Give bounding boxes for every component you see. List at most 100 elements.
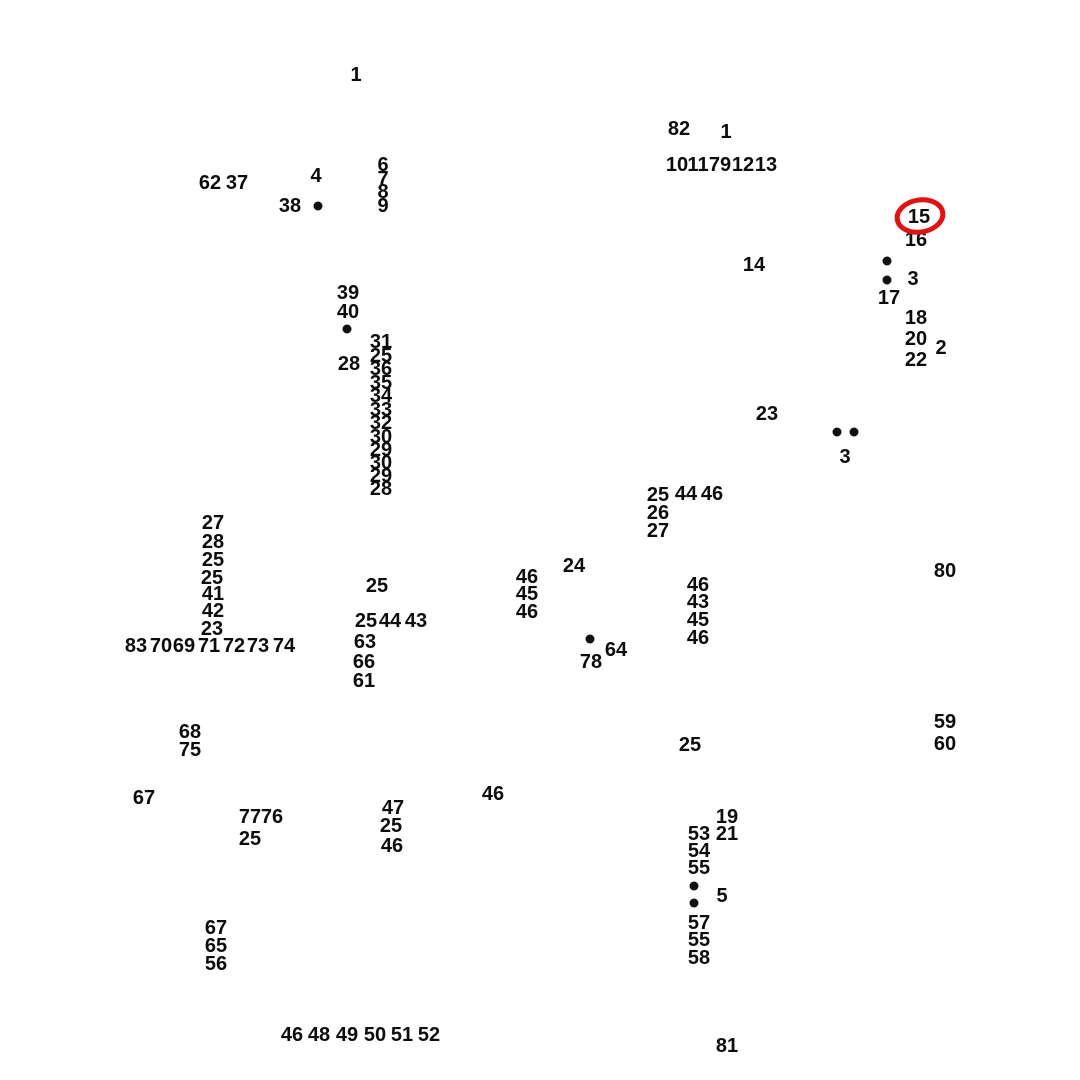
svg-text:58: 58 <box>688 947 710 969</box>
svg-text:23: 23 <box>756 403 778 425</box>
svg-text:32: 32 <box>370 412 392 434</box>
svg-text:61: 61 <box>353 670 375 692</box>
svg-text:74: 74 <box>273 635 296 657</box>
svg-text:77: 77 <box>239 806 261 828</box>
svg-text:43: 43 <box>687 591 709 613</box>
svg-text:25: 25 <box>380 815 402 837</box>
svg-text:8: 8 <box>377 181 388 203</box>
svg-text:62: 62 <box>199 172 221 194</box>
svg-text:46: 46 <box>281 1024 303 1046</box>
svg-text:78: 78 <box>580 651 602 673</box>
svg-text:25: 25 <box>202 549 224 571</box>
svg-text:46: 46 <box>516 601 538 623</box>
svg-text:7: 7 <box>377 168 388 190</box>
svg-text:16: 16 <box>905 229 927 251</box>
svg-text:46: 46 <box>482 783 504 805</box>
svg-text:34: 34 <box>370 385 393 407</box>
svg-text:2: 2 <box>935 337 946 359</box>
svg-text:13: 13 <box>755 154 777 176</box>
svg-text:19: 19 <box>716 806 738 828</box>
svg-text:1: 1 <box>720 121 731 143</box>
svg-text:81: 81 <box>716 1035 738 1057</box>
svg-text:46: 46 <box>687 574 709 596</box>
svg-text:80: 80 <box>934 560 956 582</box>
svg-text:21: 21 <box>716 823 738 845</box>
svg-text:10: 10 <box>666 154 688 176</box>
svg-text:44: 44 <box>675 483 698 505</box>
svg-text:46: 46 <box>701 483 723 505</box>
svg-text:15: 15 <box>908 206 930 228</box>
svg-text:42: 42 <box>202 600 224 622</box>
svg-text:70: 70 <box>150 635 172 657</box>
svg-text:52: 52 <box>418 1024 440 1046</box>
svg-text:55: 55 <box>688 929 710 951</box>
svg-text:76: 76 <box>261 806 283 828</box>
svg-text:18: 18 <box>905 307 927 329</box>
svg-text:28: 28 <box>370 478 392 500</box>
svg-text:47: 47 <box>382 797 404 819</box>
svg-text:72: 72 <box>223 635 245 657</box>
svg-text:45: 45 <box>687 609 709 631</box>
svg-text:55: 55 <box>688 857 710 879</box>
svg-text:67: 67 <box>205 917 227 939</box>
svg-text:29: 29 <box>370 465 392 487</box>
svg-text:30: 30 <box>370 426 392 448</box>
svg-text:11: 11 <box>687 154 708 176</box>
svg-text:26: 26 <box>647 502 669 524</box>
svg-text:71: 71 <box>198 635 220 657</box>
svg-text:53: 53 <box>688 823 710 845</box>
svg-text:82: 82 <box>668 118 690 140</box>
svg-text:28: 28 <box>202 531 224 553</box>
svg-text:39: 39 <box>337 282 359 304</box>
svg-text:64: 64 <box>605 639 628 661</box>
svg-text:75: 75 <box>179 739 201 761</box>
svg-text:9: 9 <box>377 195 388 217</box>
svg-text:12: 12 <box>732 154 754 176</box>
svg-text:30: 30 <box>370 452 392 474</box>
svg-text:14: 14 <box>743 254 766 276</box>
svg-text:3: 3 <box>839 446 850 468</box>
svg-text:59: 59 <box>934 711 956 733</box>
svg-text:66: 66 <box>353 651 375 673</box>
svg-text:27: 27 <box>647 520 669 542</box>
svg-text:27: 27 <box>202 512 224 534</box>
svg-text:31: 31 <box>370 331 392 353</box>
svg-text:63: 63 <box>354 631 376 653</box>
svg-text:25: 25 <box>679 734 701 756</box>
svg-text:68: 68 <box>179 721 201 743</box>
svg-text:46: 46 <box>687 627 709 649</box>
svg-text:25: 25 <box>201 567 223 589</box>
svg-text:25: 25 <box>355 610 377 632</box>
svg-text:37: 37 <box>226 172 248 194</box>
svg-text:25: 25 <box>647 484 669 506</box>
svg-text:28: 28 <box>338 353 360 375</box>
svg-text:79: 79 <box>709 154 731 176</box>
svg-text:29: 29 <box>370 439 392 461</box>
svg-text:20: 20 <box>905 328 927 350</box>
svg-text:49: 49 <box>336 1024 358 1046</box>
svg-text:50: 50 <box>364 1024 386 1046</box>
svg-text:48: 48 <box>308 1024 330 1046</box>
svg-text:45: 45 <box>516 583 538 605</box>
svg-text:35: 35 <box>370 372 392 394</box>
svg-text:56: 56 <box>205 953 227 975</box>
svg-text:60: 60 <box>934 733 956 755</box>
svg-text:3: 3 <box>907 268 918 290</box>
svg-text:25: 25 <box>366 575 388 597</box>
svg-text:4: 4 <box>310 165 322 187</box>
svg-text:44: 44 <box>379 610 402 632</box>
svg-text:57: 57 <box>688 912 710 934</box>
svg-text:24: 24 <box>563 555 586 577</box>
svg-text:36: 36 <box>370 358 392 380</box>
svg-text:25: 25 <box>370 345 392 367</box>
svg-text:22: 22 <box>905 349 927 371</box>
svg-text:1: 1 <box>350 64 361 86</box>
svg-text:46: 46 <box>381 835 403 857</box>
svg-text:51: 51 <box>391 1024 413 1046</box>
svg-text:25: 25 <box>239 828 261 850</box>
svg-text:5: 5 <box>716 885 727 907</box>
svg-text:65: 65 <box>205 935 227 957</box>
svg-text:69: 69 <box>173 635 195 657</box>
svg-text:54: 54 <box>688 840 711 862</box>
svg-text:23: 23 <box>201 618 223 640</box>
